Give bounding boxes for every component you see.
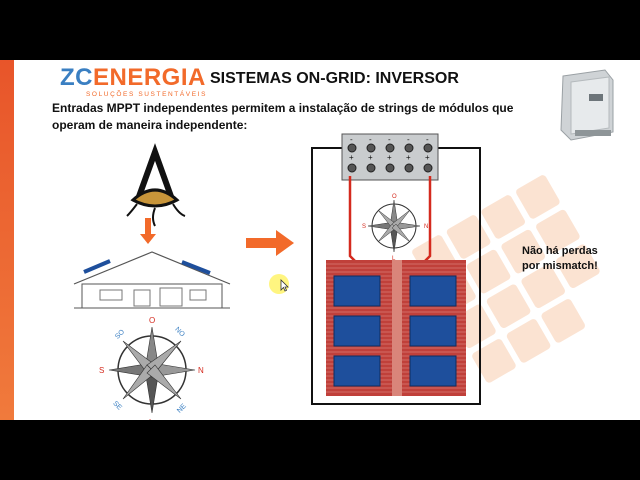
inverter-terminal-block: - + - + - + - + - + — [342, 134, 438, 180]
terminal-minus-label: - — [407, 135, 410, 144]
terminal-minus-label: - — [388, 135, 391, 144]
terminal-plus-label: + — [406, 153, 411, 162]
solar-panel — [410, 316, 456, 346]
arrow-down-icon — [138, 218, 158, 248]
terminal-minus-label: - — [369, 135, 372, 144]
inverter-photo — [555, 70, 617, 142]
slide: ZCENERGIA SOLUÇÕES SUSTENTÁVEIS SISTEMAS… — [0, 60, 640, 420]
compass-label-so: SO — [114, 328, 126, 340]
logo-zc: ZC — [60, 64, 93, 91]
solar-panel — [410, 276, 456, 306]
compass-label-n: N — [198, 366, 204, 375]
logo-tagline: SOLUÇÕES SUSTENTÁVEIS — [86, 91, 207, 98]
terminal-minus-label: - — [350, 135, 353, 144]
solar-panel — [334, 316, 380, 346]
terminal-plus — [386, 164, 394, 172]
terminal-plus — [348, 164, 356, 172]
terminal-plus-label: + — [349, 153, 354, 162]
terminal-minus — [405, 144, 413, 152]
terminal-minus — [348, 144, 356, 152]
small-compass-label-n: N — [424, 224, 428, 230]
compass-label-o: O — [149, 316, 155, 325]
mppt-wiring-diagram: - + - + - + - + - + O N S L — [300, 128, 500, 408]
brand-logo: ZCENERGIA SOLUÇÕES SUSTENTÁVEIS — [60, 66, 207, 98]
logo-energia: ENERGIA — [93, 64, 206, 91]
compass-label-s: S — [99, 366, 104, 375]
house-illustration — [72, 250, 232, 315]
solar-panel — [334, 276, 380, 306]
terminal-minus-label: - — [426, 135, 429, 144]
slide-title: SISTEMAS ON-GRID: INVERSOR — [210, 70, 459, 88]
solar-panel — [410, 356, 456, 386]
mouse-cursor-icon — [268, 273, 290, 295]
note-line-2: por mismatch! — [522, 259, 598, 274]
note-line-1: Não há perdas — [522, 244, 598, 259]
compass-rose-small: O N S L — [362, 194, 428, 262]
terminal-plus-label: + — [425, 153, 430, 162]
compass-label-ne: NE — [176, 403, 188, 415]
terminal-minus — [424, 144, 432, 152]
solar-panel — [334, 356, 380, 386]
terminal-minus — [386, 144, 394, 152]
sun-icon — [125, 150, 195, 230]
terminal-minus — [367, 144, 375, 152]
arrow-right-icon — [246, 230, 296, 256]
terminal-plus — [405, 164, 413, 172]
terminal-plus-label: + — [387, 153, 392, 162]
terminal-plus-label: + — [368, 153, 373, 162]
compass-label-l: L — [149, 418, 154, 420]
small-compass-label-s: S — [362, 224, 366, 230]
compass-label-se: SE — [111, 400, 123, 412]
terminal-plus — [367, 164, 375, 172]
compass-label-no: NO — [173, 326, 186, 339]
terminal-plus — [424, 164, 432, 172]
compass-rose-left: O L N S NO SO NE SE — [97, 315, 207, 420]
small-compass-label-o: O — [392, 194, 397, 200]
mismatch-note: Não há perdas por mismatch! — [522, 244, 598, 274]
